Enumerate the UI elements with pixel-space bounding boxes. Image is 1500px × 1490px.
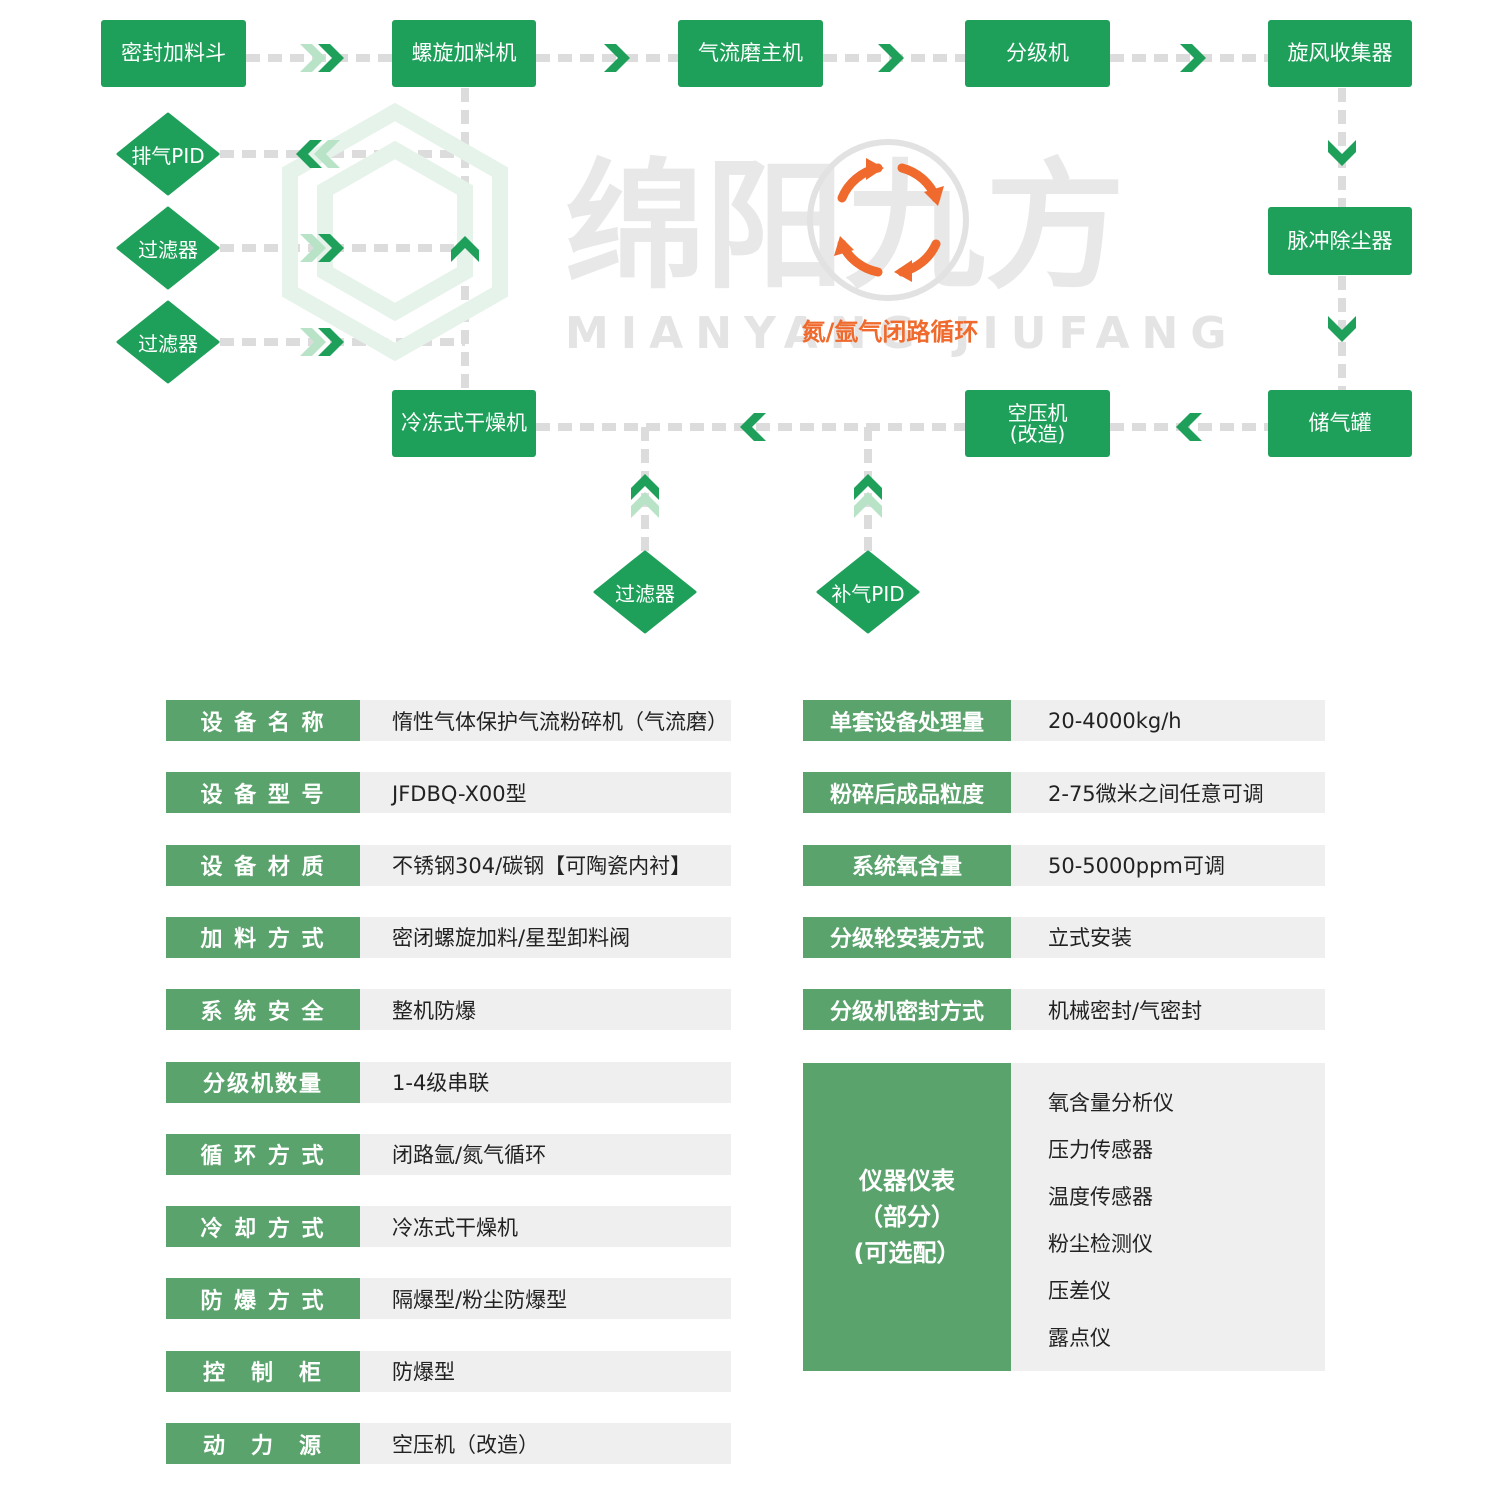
spec-row: 分级轮安装方式立式安装 xyxy=(803,916,1325,958)
instruments-label-line: （部分） xyxy=(859,1203,955,1231)
spec-value: 闭路氩/氮气循环 xyxy=(360,1133,731,1175)
flow-box-classifier: 分级机 xyxy=(965,20,1110,87)
spec-key: 设 备 名 称 xyxy=(166,700,360,741)
instrument-item: 温度传感器 xyxy=(1048,1185,1153,1209)
flow-box-screw-feeder: 螺旋加料机 xyxy=(392,20,536,87)
spec-value: 不锈钢304/碳钢【可陶瓷内衬】 xyxy=(360,844,731,886)
diamond-label: 过滤器 xyxy=(615,581,675,606)
spec-row: 系 统 安 全整机防爆 xyxy=(166,989,731,1031)
flow-box-label: 螺旋加料机 xyxy=(411,41,517,66)
flow-box-cyclone: 旋风收集器 xyxy=(1268,20,1412,87)
spec-key: 循 环 方 式 xyxy=(166,1133,360,1175)
spec-value: 50-5000ppm可调 xyxy=(1011,844,1325,886)
spec-value: 2-75微米之间任意可调 xyxy=(1011,772,1325,814)
spec-key: 粉碎后成品粒度 xyxy=(803,772,1011,814)
spec-row: 设 备 名 称惰性气体保护气流粉碎机（气流磨） xyxy=(166,700,731,741)
spec-value: 空压机（改造） xyxy=(360,1423,731,1464)
spec-key: 系统氧含量 xyxy=(803,844,1011,886)
flow-box-label: 储气罐 xyxy=(1308,411,1372,436)
spec-row: 控 制 柜防爆型 xyxy=(166,1350,731,1392)
spec-row: 冷 却 方 式冷冻式干燥机 xyxy=(166,1206,731,1248)
spec-value: 立式安装 xyxy=(1011,916,1325,958)
spec-key: 单套设备处理量 xyxy=(803,700,1011,741)
flow-lines: 绵阳九方 MIANYANG JIUFANG xyxy=(220,44,1356,552)
cycle-caption: 氮/氩气闭路循环 xyxy=(801,318,979,346)
flow-diamond-exhaust-pid: 排气PID xyxy=(116,112,220,196)
diamond-label: 排气PID xyxy=(131,143,205,168)
flow-box-gas-tank: 储气罐 xyxy=(1268,390,1412,457)
flow-box-air-compressor: 空压机 (改造) xyxy=(965,390,1110,457)
spec-value: 1-4级串联 xyxy=(360,1061,731,1103)
spec-value: 冷冻式干燥机 xyxy=(360,1206,731,1248)
spec-row: 分级机密封方式机械密封/气密封 xyxy=(803,989,1325,1031)
flow-diamond-filter-3: 过滤器 xyxy=(593,550,697,634)
instruments-label-line: (可选配） xyxy=(853,1239,961,1267)
spec-key: 冷 却 方 式 xyxy=(166,1206,360,1248)
spec-key: 分级机数量 xyxy=(166,1061,360,1103)
spec-key: 控 制 柜 xyxy=(166,1350,360,1392)
spec-key: 防 爆 方 式 xyxy=(166,1278,360,1320)
spec-row: 设 备 材 质不锈钢304/碳钢【可陶瓷内衬】 xyxy=(166,844,731,886)
flow-box-label: 分级机 xyxy=(1006,41,1069,66)
spec-row: 防 爆 方 式隔爆型/粉尘防爆型 xyxy=(166,1278,731,1320)
flow-box-label: 旋风收集器 xyxy=(1287,41,1393,66)
spec-key: 加 料 方 式 xyxy=(166,916,360,958)
flow-box-pulse-dust-collector: 脉冲除尘器 xyxy=(1268,207,1412,275)
process-flow-diagram: 绵阳九方 MIANYANG JIUFANG xyxy=(0,0,1500,650)
instruments-list: 氧含量分析仪 压力传感器 温度传感器 粉尘检测仪 压差仪 露点仪 xyxy=(1011,1063,1325,1371)
flow-box-refrigerated-dryer: 冷冻式干燥机 xyxy=(392,390,536,457)
flow-box-label: 空压机 xyxy=(1007,400,1068,425)
spec-value: 20-4000kg/h xyxy=(1011,700,1325,741)
instrument-item: 氧含量分析仪 xyxy=(1048,1091,1174,1115)
spec-value: 惰性气体保护气流粉碎机（气流磨） xyxy=(360,700,731,741)
flow-box-label: 冷冻式干燥机 xyxy=(401,411,527,436)
instruments-label-line: 仪器仪表 xyxy=(859,1167,955,1195)
spec-value: 密闭螺旋加料/星型卸料阀 xyxy=(360,916,731,958)
spec-key: 分级轮安装方式 xyxy=(803,916,1011,958)
flow-diamond-makeup-pid: 补气PID xyxy=(816,550,920,634)
instruments-label: 仪器仪表 （部分） (可选配） xyxy=(803,1063,1011,1371)
flow-box-jet-mill: 气流磨主机 xyxy=(678,20,823,87)
spec-key: 系 统 安 全 xyxy=(166,989,360,1031)
instrument-item: 压差仪 xyxy=(1048,1279,1111,1303)
instrument-item: 露点仪 xyxy=(1048,1326,1111,1350)
diamond-label: 过滤器 xyxy=(138,237,198,262)
spec-value: 整机防爆 xyxy=(360,989,731,1031)
flow-box-label: 密封加料斗 xyxy=(121,41,226,66)
flow-box-label: 脉冲除尘器 xyxy=(1287,228,1393,253)
flow-box-sublabel: (改造) xyxy=(1009,421,1066,446)
spec-value: JFDBQ-X00型 xyxy=(360,772,731,814)
spec-key: 动 力 源 xyxy=(166,1423,360,1464)
flow-diamond-filter-2: 过滤器 xyxy=(116,300,220,384)
spec-key: 分级机密封方式 xyxy=(803,989,1011,1031)
spec-value: 机械密封/气密封 xyxy=(1011,989,1325,1031)
spec-value: 防爆型 xyxy=(360,1350,731,1392)
diamond-label: 过滤器 xyxy=(138,331,198,356)
spec-value: 隔爆型/粉尘防爆型 xyxy=(360,1278,731,1320)
spec-key: 设 备 型 号 xyxy=(166,772,360,814)
diamond-label: 补气PID xyxy=(831,581,905,606)
flow-diamond-filter-1: 过滤器 xyxy=(116,206,220,290)
instrument-item: 压力传感器 xyxy=(1048,1138,1153,1162)
spec-row: 加 料 方 式密闭螺旋加料/星型卸料阀 xyxy=(166,916,731,958)
svg-text:MIANYANG JIUFANG: MIANYANG JIUFANG xyxy=(565,308,1238,359)
flow-box-label: 气流磨主机 xyxy=(698,41,803,66)
spec-row: 循 环 方 式闭路氩/氮气循环 xyxy=(166,1133,731,1175)
spec-key: 设 备 材 质 xyxy=(166,844,360,886)
flow-box-sealed-hopper: 密封加料斗 xyxy=(101,20,246,87)
instrument-item: 粉尘检测仪 xyxy=(1048,1232,1153,1256)
spec-row: 动 力 源空压机（改造） xyxy=(166,1423,731,1464)
